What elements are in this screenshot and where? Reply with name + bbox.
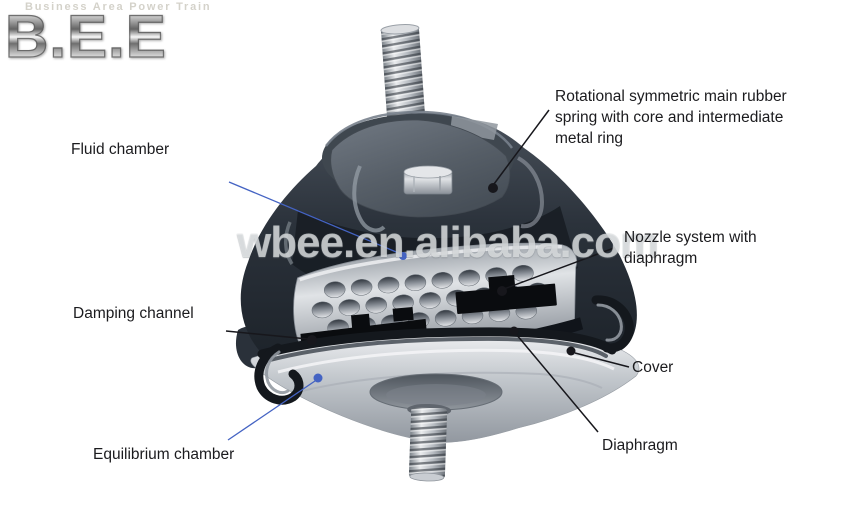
fluid-chamber-leader-line [228, 181, 402, 255]
label-fluid-chamber: Fluid chamber [71, 141, 170, 158]
top-stud [380, 24, 427, 136]
mold-lines [284, 156, 545, 265]
cover-leader-line [574, 352, 630, 368]
equilibrium-chamber-dot [313, 373, 323, 383]
diaphragm-leader-line [515, 333, 599, 433]
leader-dots [307, 183, 576, 383]
cover-dot [566, 346, 576, 356]
cover-housing [250, 331, 640, 443]
label-cover: Cover [632, 359, 674, 376]
label-rotational-spring: Rotational symmetric main rubber spring … [555, 88, 787, 147]
equilibrium-chamber-leader-line [227, 380, 316, 441]
label-equilibrium-chamber: Equilibrium chamber [93, 446, 235, 463]
metal-core [403, 165, 453, 195]
diaphragm-dot [509, 326, 519, 336]
rotational-spring-dot [488, 183, 498, 193]
logo-brand: B.E.E [4, 3, 167, 70]
diaphragm-rubber [254, 295, 634, 405]
nozzle-system-leader-line [503, 247, 615, 290]
nozzle-system-dot [497, 286, 507, 296]
damping-channel-leader-line [225, 330, 309, 340]
rotational-spring-leader-line [493, 109, 550, 185]
logo-tagline: Business Area Power Train [25, 1, 212, 13]
label-diaphragm: Diaphragm [602, 437, 678, 454]
label-damping-channel: Damping channel [73, 305, 194, 322]
watermark: wbee.en.alibaba.com [237, 218, 659, 267]
damping-channel-dot [307, 335, 317, 345]
label-nozzle-system: Nozzle system with diaphragm [624, 229, 757, 267]
fluid-chamber-dot [399, 252, 407, 260]
leader-lines [225, 109, 630, 441]
bottom-stud [407, 403, 452, 482]
